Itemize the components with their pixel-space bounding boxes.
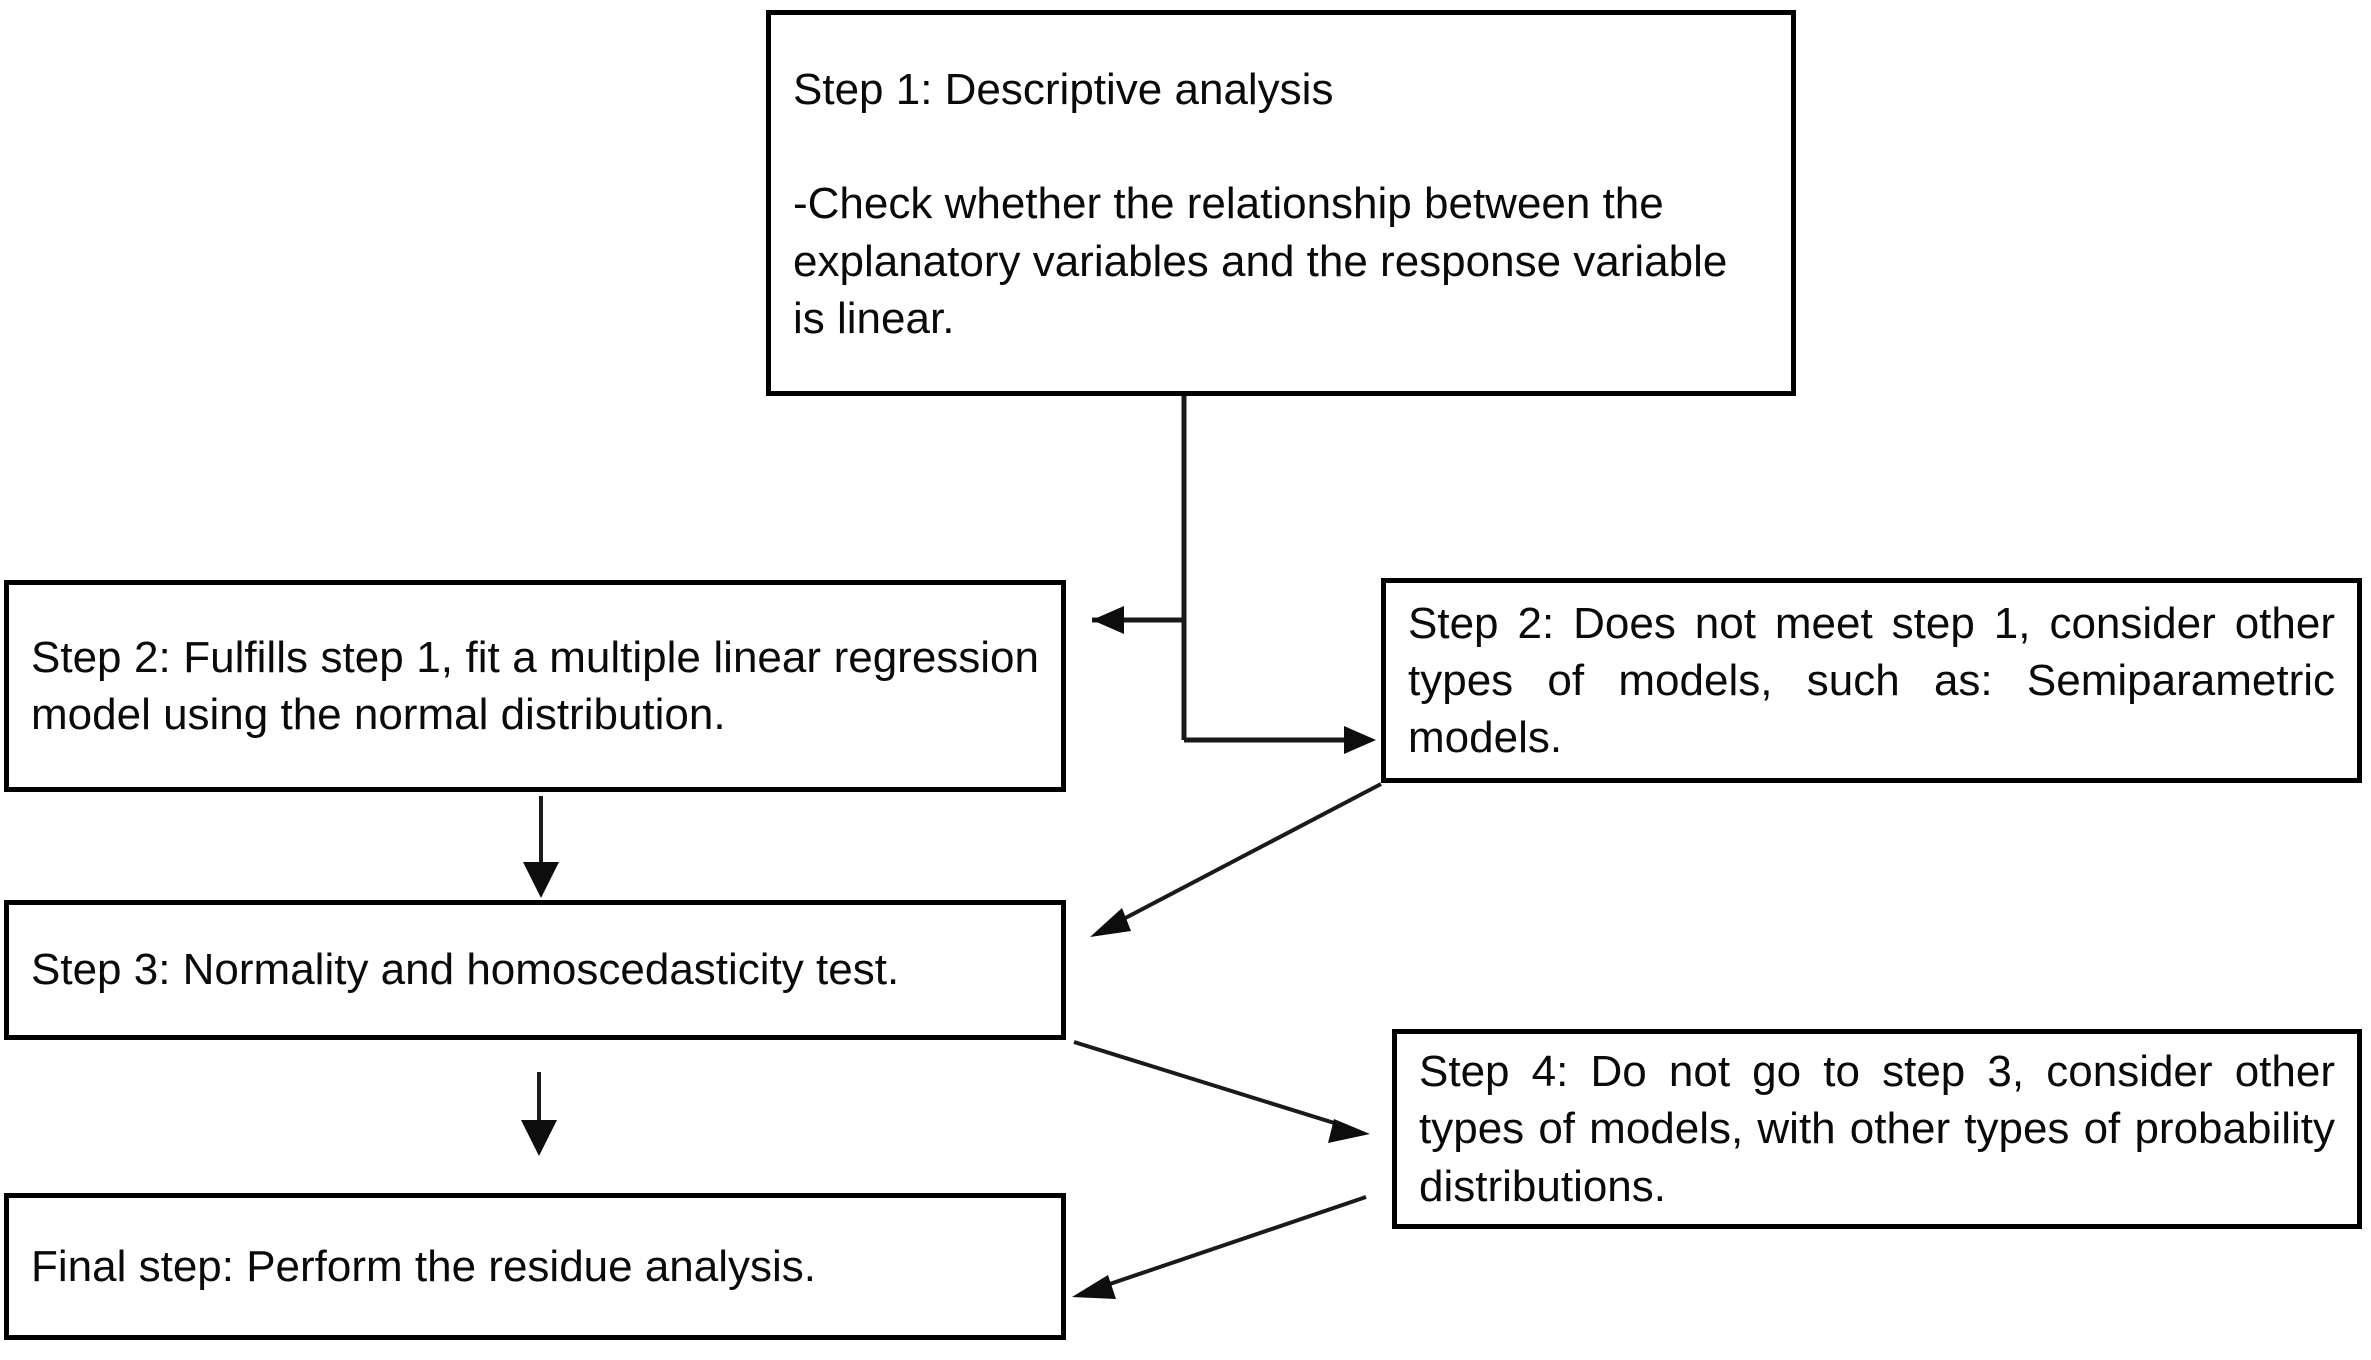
flow-node-step-3-text: Step 3: Normality and homoscedasticity t… (31, 945, 900, 995)
edge-step2left-to-step3 (523, 796, 559, 898)
edge-step4-to-final (1072, 1195, 1367, 1299)
edge-step3-to-final (521, 1072, 557, 1156)
flow-node-step-2-fulfills[interactable]: Step 2: Fulfills step 1, fit a multiple … (4, 580, 1066, 792)
flow-node-step-2-fulfills-text: Step 2: Fulfills step 1, fit a multiple … (31, 632, 1039, 739)
edge-step1-to-step2-right (1181, 620, 1376, 754)
flow-node-step-4-text: Step 4: Do not go to step 3, consider ot… (1419, 1047, 2335, 1211)
edge-step2right-to-step3 (1090, 782, 1382, 937)
flow-node-step-2-does-not-meet-text: Step 2: Does not meet step 1, consider o… (1408, 598, 2335, 763)
flow-node-final-step[interactable]: Final step: Perform the residue analysis… (4, 1193, 1066, 1340)
flow-node-step-1-text: Step 1: Descriptive analysis -Check whet… (793, 65, 1728, 343)
edge-step3-to-step4 (1073, 1040, 1370, 1143)
flow-node-step-4[interactable]: Step 4: Do not go to step 3, consider ot… (1392, 1029, 2362, 1229)
flow-node-step-3[interactable]: Step 3: Normality and homoscedasticity t… (4, 900, 1066, 1040)
flow-node-step-2-does-not-meet[interactable]: Step 2: Does not meet step 1, consider o… (1381, 578, 2362, 783)
flow-node-step-1[interactable]: Step 1: Descriptive analysis -Check whet… (766, 10, 1796, 396)
edge-step1-to-step2-left (1092, 396, 1187, 634)
flow-node-final-step-text: Final step: Perform the residue analysis… (31, 1241, 817, 1291)
